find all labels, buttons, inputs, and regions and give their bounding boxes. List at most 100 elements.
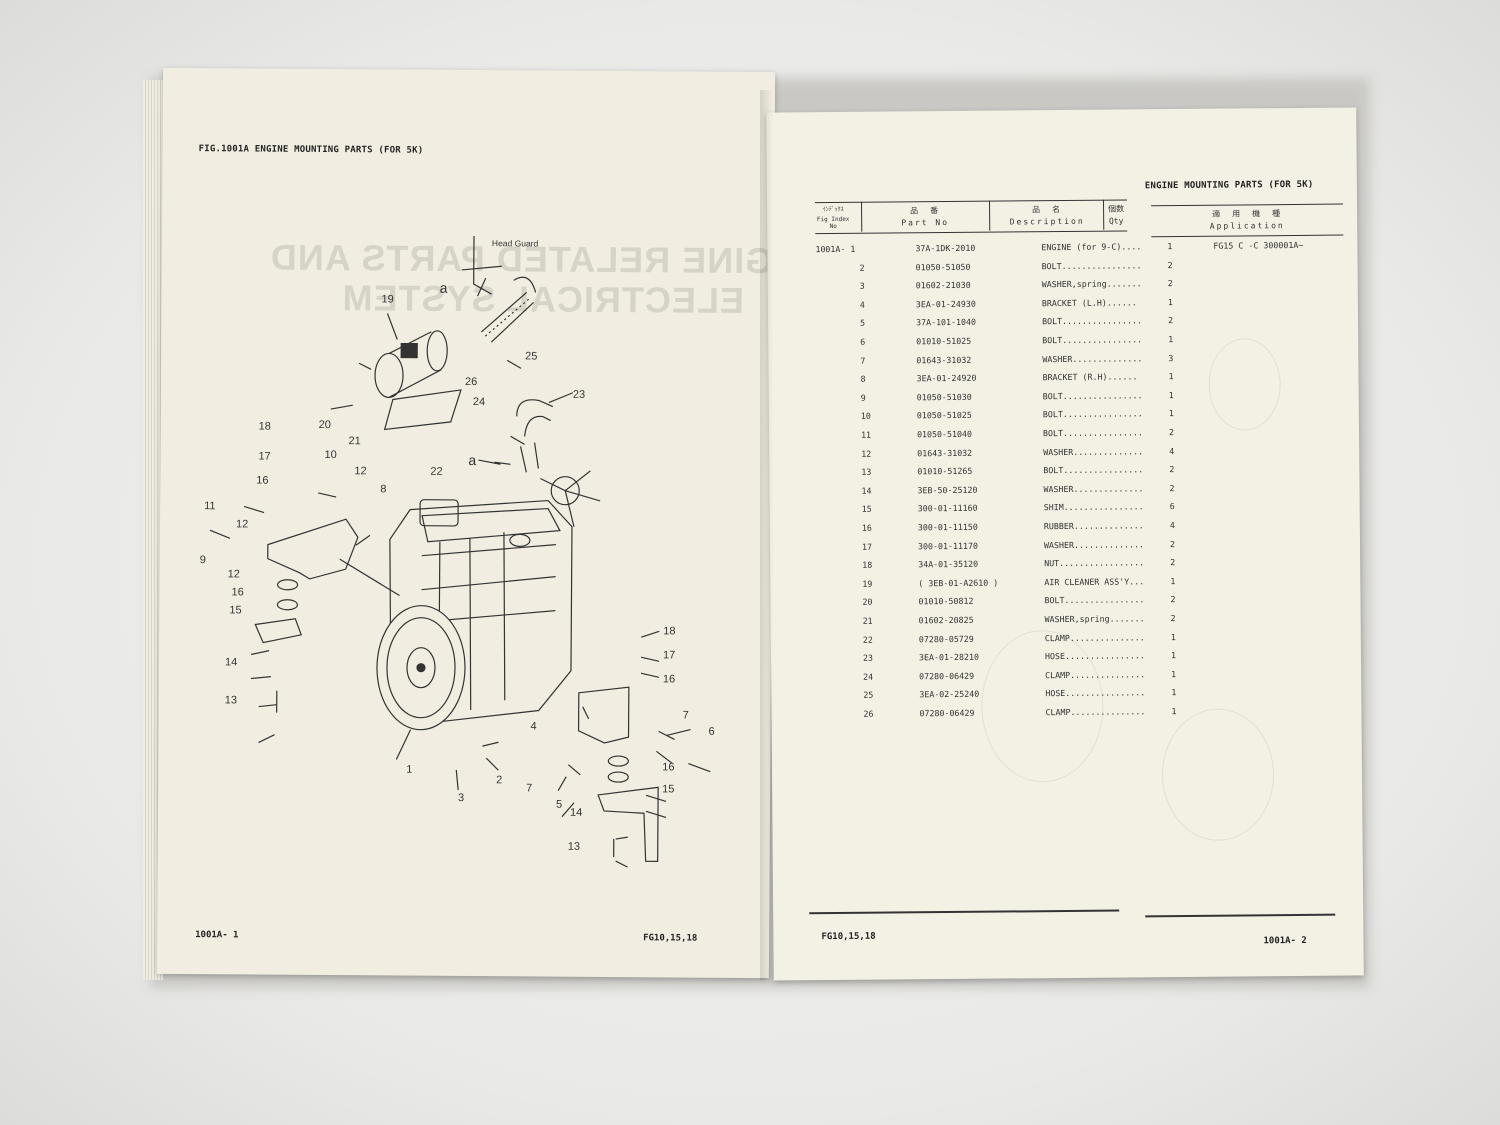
right-footer-page: 1001A- 2 <box>1263 935 1307 947</box>
row-index: 17 <box>861 541 873 552</box>
left-bracket <box>267 518 359 580</box>
row-index: 2 <box>859 262 865 273</box>
right-page: ENGINE MOUNTING PARTS (FOR 5K) ｲﾝﾃﾞｯｸｽ F… <box>766 107 1364 981</box>
row-description: CLAMP............... <box>1045 669 1146 680</box>
row-description: RUBBER.............. <box>1043 520 1144 532</box>
row-index: 6 <box>860 336 866 347</box>
row-part-no: 3EA-02-25240 <box>919 689 980 700</box>
row-index: 24 <box>863 671 874 682</box>
callout-7-bottom: 7 <box>526 782 533 795</box>
col-application-jp: 適 用 機 種 <box>1212 209 1283 219</box>
flywheel-drawing <box>376 605 466 731</box>
row-description: WASHER.............. <box>1043 445 1144 457</box>
callout-21: 21 <box>348 435 361 448</box>
row-qty: 2 <box>1169 538 1176 549</box>
callout-6: 6 <box>708 725 715 738</box>
row-index: 1001A- 1 <box>815 243 856 255</box>
row-qty: 1 <box>1171 668 1177 679</box>
callout-a-bottom: a <box>468 452 477 469</box>
callout-12-c: 12 <box>227 568 240 581</box>
row-description: CLAMP............... <box>1044 631 1145 643</box>
book-spine <box>760 90 782 980</box>
footer-rule-right <box>1145 913 1336 917</box>
row-index: 16 <box>861 522 872 533</box>
row-part-no: 01010-50812 <box>918 596 974 607</box>
callout-18-left: 18 <box>258 420 271 433</box>
row-index: 19 <box>862 578 873 589</box>
row-part-no: 37A-1DK-2010 <box>915 242 976 254</box>
row-index: 9 <box>860 392 866 403</box>
row-part-no: 01050-51050 <box>915 261 971 272</box>
row-index: 18 <box>862 559 873 570</box>
row-qty: 4 <box>1169 520 1175 531</box>
row-qty: 2 <box>1170 557 1176 568</box>
callout-15-left: 15 <box>229 604 242 617</box>
row-application: FG15 C -C 300001A~ <box>1213 239 1304 251</box>
row-index: 3 <box>859 280 865 291</box>
callout-4: 4 <box>530 720 537 733</box>
row-qty: 2 <box>1169 464 1175 475</box>
row-description: NUT................. <box>1044 557 1145 569</box>
row-description: BRACKET (L.H)...... <box>1041 297 1137 308</box>
elbow-hose-drawing <box>516 399 554 437</box>
callout-20: 20 <box>318 418 331 432</box>
callout-13-bottom: 13 <box>567 840 581 853</box>
right-support <box>597 786 659 862</box>
callout-25: 25 <box>525 350 538 363</box>
row-part-no: 37A-101-1040 <box>916 317 977 328</box>
row-qty: 2 <box>1167 259 1173 270</box>
row-index: 23 <box>862 652 874 663</box>
row-part-no: 01010-51025 <box>916 335 972 347</box>
row-qty: 1 <box>1170 650 1177 661</box>
air-cleaner-mount <box>383 389 462 431</box>
row-qty: 2 <box>1168 315 1174 326</box>
callout-12-a: 12 <box>354 465 367 478</box>
callout-3: 3 <box>458 791 465 804</box>
row-qty: 1 <box>1167 241 1173 252</box>
col-index: Fig Index No <box>816 215 850 231</box>
row-description: BOLT................ <box>1041 259 1142 271</box>
row-part-no: 07280-06429 <box>919 670 975 682</box>
row-description: WASHER.............. <box>1043 483 1144 494</box>
row-part-no: 3EA-01-24930 <box>915 298 976 310</box>
right-footer-models: FG10,15,18 <box>821 931 876 943</box>
row-part-no: 3EA-01-28210 <box>918 651 979 663</box>
callout-16-right: 16 <box>662 673 676 686</box>
col-desc: Description <box>1009 216 1085 227</box>
row-qty: 2 <box>1168 427 1175 438</box>
row-index: 13 <box>861 466 872 477</box>
intake-hose-drawing <box>480 276 537 343</box>
callout-14-bottom: 14 <box>569 806 583 819</box>
row-index: 22 <box>862 634 873 645</box>
row-description: WASHER,spring....... <box>1044 613 1145 625</box>
row-description: BOLT................ <box>1042 334 1143 346</box>
callout-1: 1 <box>406 763 413 776</box>
row-part-no: 01602-21030 <box>915 280 971 291</box>
row-description: BOLT................ <box>1044 594 1145 606</box>
row-part-no: 01050-51040 <box>916 428 973 440</box>
callout-22: 22 <box>430 465 443 478</box>
row-qty: 1 <box>1171 687 1177 698</box>
row-part-no: 01050-51030 <box>916 391 972 403</box>
row-qty: 1 <box>1167 296 1173 307</box>
col-qty: Qty <box>1108 216 1124 226</box>
row-index: 5 <box>860 318 866 329</box>
callout-24: 24 <box>472 396 486 409</box>
callout-18-right: 18 <box>663 625 676 638</box>
row-description: WASHER.............. <box>1042 352 1143 364</box>
row-description: HOSE................ <box>1044 650 1145 662</box>
row-part-no: 07280-05729 <box>918 633 974 644</box>
callout-7-right: 7 <box>682 709 689 722</box>
callout-5: 5 <box>555 798 563 811</box>
right-page-header: ENGINE MOUNTING PARTS (FOR 5K) <box>1144 179 1314 192</box>
row-description: SHIM................ <box>1043 501 1144 513</box>
row-index: 8 <box>860 373 866 384</box>
row-description: BOLT................ <box>1042 390 1143 401</box>
row-description: ENGINE (for 9-C).... <box>1041 241 1142 253</box>
left-footer-models: FG10,15,18 <box>643 933 698 944</box>
row-qty: 2 <box>1170 594 1176 605</box>
row-part-no: 01643-31032 <box>917 447 973 458</box>
col-application: Application <box>1209 221 1285 231</box>
callout-8: 8 <box>380 483 387 496</box>
